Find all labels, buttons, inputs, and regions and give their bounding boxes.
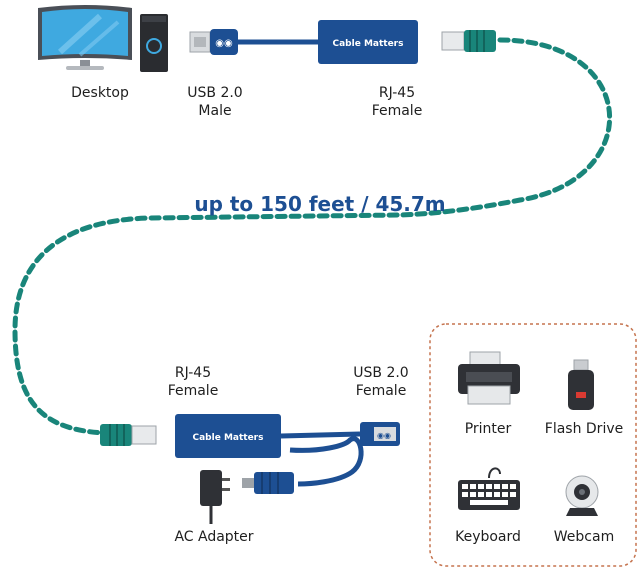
transmitter-logo: Cable Matters xyxy=(333,39,404,49)
device-label-flash-drive: Flash Drive xyxy=(544,421,624,437)
transmitter-box: Cable Matters xyxy=(318,20,418,64)
desktop-label: Desktop xyxy=(71,85,129,101)
rj45-plug-bottom xyxy=(100,424,157,446)
usb-male-plug: ◉◉ xyxy=(189,29,238,55)
receiver-logo: Cable Matters xyxy=(193,433,264,443)
device-label-keyboard: Keyboard xyxy=(455,529,521,545)
rj45-plug-top xyxy=(441,30,496,52)
device-label-printer: Printer xyxy=(464,421,512,437)
usb-cable-bottom xyxy=(280,431,361,439)
ac-adapter-label: AC Adapter xyxy=(174,529,254,545)
power-cable xyxy=(289,436,364,487)
rj45-bottom-label-line2: Female xyxy=(167,383,219,399)
device-label-webcam: Webcam xyxy=(553,529,615,545)
usb-female-label: USB 2.0 Female xyxy=(346,364,416,400)
webcam-icon xyxy=(565,475,599,516)
ac-adapter-icon xyxy=(200,470,230,524)
usb-female-connector: ◉◉ xyxy=(360,422,400,446)
usb-female-label-line1: USB 2.0 xyxy=(353,365,409,381)
rj45-top-label-line1: RJ-45 xyxy=(378,85,416,101)
rj45-bottom-label: RJ-45 Female xyxy=(158,364,228,400)
usb-female-label-line2: Female xyxy=(355,383,407,399)
svg-text:◉◉: ◉◉ xyxy=(377,431,391,440)
keyboard-icon xyxy=(458,467,520,510)
receiver-box: Cable Matters xyxy=(175,414,281,458)
rj45-bottom-label-line1: RJ-45 xyxy=(174,365,212,381)
desktop-icon xyxy=(38,5,168,72)
svg-text:◉◉: ◉◉ xyxy=(215,38,232,49)
flash-drive-icon xyxy=(568,359,594,410)
usb-male-label: USB 2.0 Male xyxy=(180,84,250,120)
devices-panel xyxy=(429,323,637,567)
printer-icon xyxy=(458,351,520,405)
rj45-top-label: RJ-45 Female xyxy=(362,84,432,120)
distance-label: up to 150 feet / 45.7m xyxy=(194,192,446,216)
ethernet-cable-dashed xyxy=(12,37,613,436)
usb-male-label-line1: USB 2.0 xyxy=(187,85,243,101)
rj45-top-label-line2: Female xyxy=(371,103,423,119)
usb-male-label-line2: Male xyxy=(198,103,232,119)
power-connector xyxy=(242,472,294,494)
